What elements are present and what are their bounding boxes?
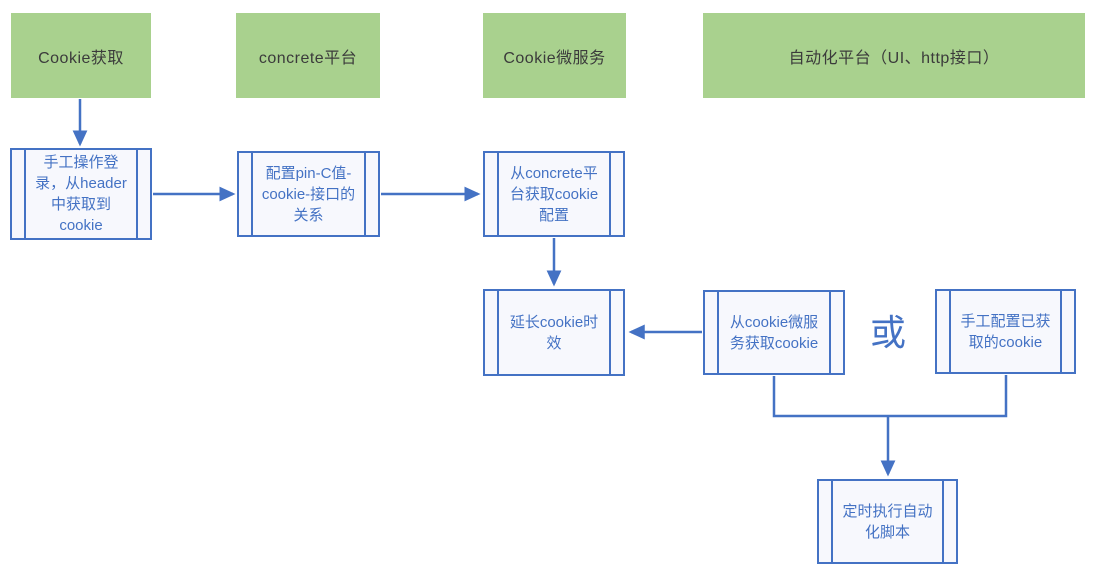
node-manual-configure-cookie: 手工配置已获 取的cookie [935,289,1076,374]
node-fetch-cookie-config: 从concrete平 台获取cookie 配置 [483,151,625,237]
node-manual-login: 手工操作登 录，从header 中获取到 cookie [10,148,152,240]
node-label: 配置pin-C值- cookie-接口的 关系 [261,164,356,224]
predefined-process-right-bar [829,292,831,373]
merge-connector-branches [772,375,1008,418]
lane-label: Cookie获取 [38,49,124,67]
predefined-process-left-bar [949,291,951,372]
node-label: 定时执行自动 化脚本 [842,502,933,541]
node-label: 手工配置已获 取的cookie [960,312,1051,351]
predefined-process-left-bar [831,481,833,562]
node-configure-pin-mapping: 配置pin-C值- cookie-接口的 关系 [237,151,380,237]
lane-header-cookie-microservice: Cookie微服务 [483,13,626,98]
predefined-process-left-bar [251,153,253,235]
lane-label: 自动化平台（UI、http接口） [788,49,1000,67]
lane-label: concrete平台 [258,49,358,67]
predefined-process-right-bar [942,481,944,562]
node-scheduled-script: 定时执行自动 化脚本 [817,479,958,564]
lane-header-cookie-acquire: Cookie获取 [11,13,151,98]
lane-header-concrete-platform: concrete平台 [236,13,380,98]
predefined-process-left-bar [497,291,499,374]
node-label: 从concrete平 台获取cookie 配置 [509,164,599,224]
node-label: 从cookie微服 务获取cookie [729,313,819,352]
predefined-process-right-bar [1060,291,1062,372]
node-label: 手工操作登 录，从header 中获取到 cookie [35,154,127,234]
or-label: 或 [869,312,906,353]
predefined-process-left-bar [717,292,719,373]
node-fetch-from-cookie-service: 从cookie微服 务获取cookie [703,290,845,375]
predefined-process-left-bar [24,150,26,238]
predefined-process-left-bar [497,153,499,235]
predefined-process-right-bar [609,153,611,235]
predefined-process-right-bar [364,153,366,235]
predefined-process-right-bar [609,291,611,374]
lane-header-automation-platform: 自动化平台（UI、http接口） [703,13,1085,98]
node-extend-cookie-ttl: 延长cookie时 效 [483,289,625,376]
node-label: 延长cookie时 效 [509,313,599,352]
lane-label: Cookie微服务 [503,49,606,67]
predefined-process-right-bar [136,150,138,238]
